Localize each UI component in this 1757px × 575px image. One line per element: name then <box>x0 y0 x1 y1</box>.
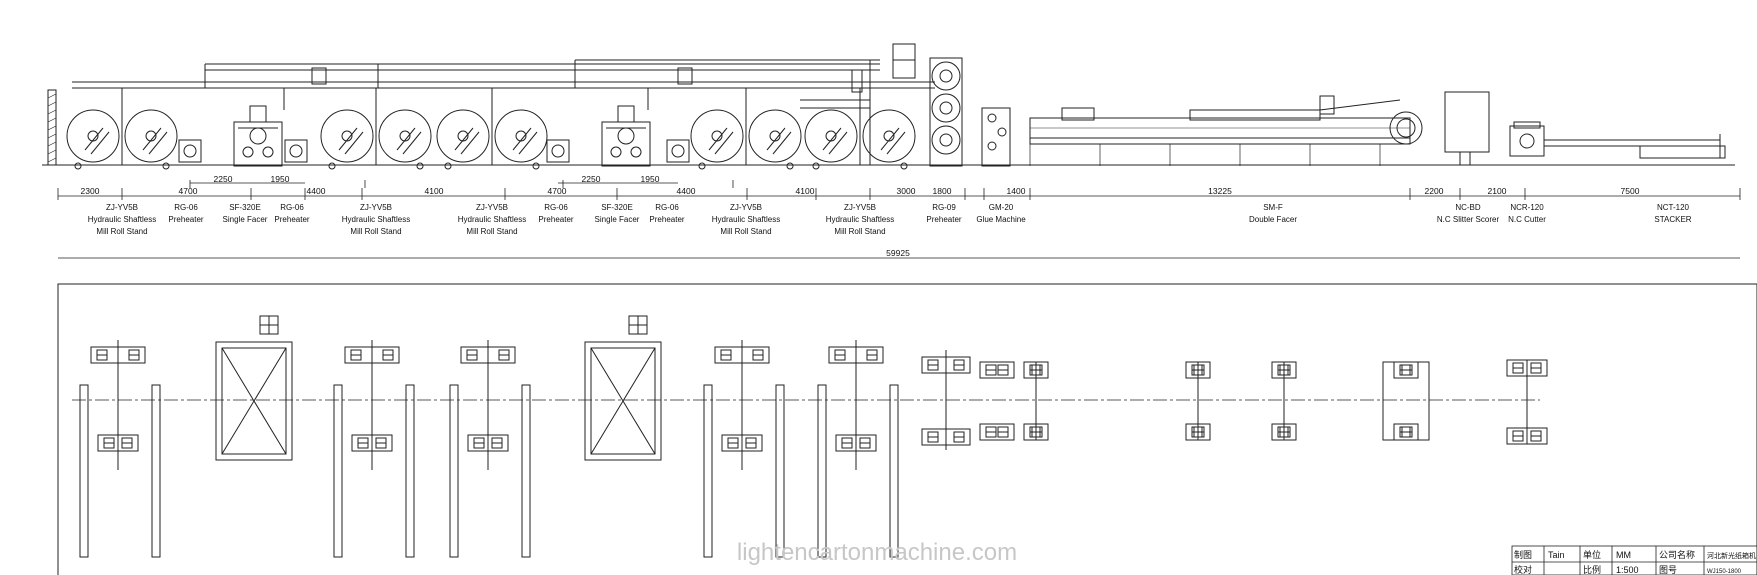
machine-label: Preheater <box>274 215 309 224</box>
tb-drawn-value: Tain <box>1548 550 1565 560</box>
machine-label: Hydraulic Shaftless <box>88 215 156 224</box>
tb-company-value: 河北新光纸箱机 <box>1707 551 1756 560</box>
dimension-label: 2250 <box>582 174 601 184</box>
machine-label: Preheater <box>168 215 203 224</box>
tb-drawn-label: 制图 <box>1514 549 1532 560</box>
dimension-label: 4100 <box>796 186 815 196</box>
tb-scale-label: 比例 <box>1583 564 1601 575</box>
dimension-label: 4700 <box>548 186 567 196</box>
machine-label: Hydraulic Shaftless <box>712 215 780 224</box>
dimension-label: 1950 <box>641 174 660 184</box>
dimension-label: 2250 <box>214 174 233 184</box>
dimension-label: 2200 <box>1425 186 1444 196</box>
machine-label: Single Facer <box>223 215 268 224</box>
dimension-label: 1800 <box>933 186 952 196</box>
machine-label: Mill Roll Stand <box>720 227 771 236</box>
watermark: lightencartonmachine.com <box>737 539 1017 566</box>
elevation-view <box>42 43 1735 170</box>
title-block <box>1511 545 1757 575</box>
title-block-text: 制图 Tain 单位 MM 公司名称 河北新光纸箱机 校对 比例 1:500 图… <box>1514 549 1756 575</box>
dimension-label: 4400 <box>307 186 326 196</box>
plan-view <box>57 283 1757 575</box>
machine-label: SF-320E <box>229 203 261 212</box>
machine-label: NCR-120 <box>1510 203 1544 212</box>
machine-label: Mill Roll Stand <box>96 227 147 236</box>
machine-label: Preheater <box>649 215 684 224</box>
machine-label: ZJ-YV5B <box>106 203 138 212</box>
machine-label: Mill Roll Stand <box>350 227 401 236</box>
dimension-label: 4100 <box>425 186 444 196</box>
machine-label: SM-F <box>1263 203 1283 212</box>
total-length-label: 59925 <box>886 248 910 258</box>
tb-drawing-no-label: 图号 <box>1659 565 1677 575</box>
dimension-label: 2300 <box>81 186 100 196</box>
machine-label: RG-06 <box>655 203 679 212</box>
machine-label: SF-320E <box>601 203 633 212</box>
machine-label: ZJ-YV5B <box>730 203 762 212</box>
dimension-label: 4700 <box>179 186 198 196</box>
machine-label: NC-BD <box>1455 203 1481 212</box>
machine-label: Hydraulic Shaftless <box>458 215 526 224</box>
machine-label: N.C Cutter <box>1508 215 1546 224</box>
machine-label: Glue Machine <box>976 215 1026 224</box>
machine-label: RG-09 <box>932 203 956 212</box>
machine-label: GM-20 <box>989 203 1014 212</box>
dimension-label: 2100 <box>1488 186 1507 196</box>
machine-label: RG-06 <box>544 203 568 212</box>
tb-check-label: 校对 <box>1514 564 1532 575</box>
dimension-label: 7500 <box>1621 186 1640 196</box>
dimension-label: 1950 <box>271 174 290 184</box>
tb-scale-value: 1:500 <box>1616 565 1639 575</box>
machine-label: RG-06 <box>280 203 304 212</box>
machine-label: Hydraulic Shaftless <box>342 215 410 224</box>
machine-label: Single Facer <box>595 215 640 224</box>
dimension-label: 4400 <box>677 186 696 196</box>
machine-label: ZJ-YV5B <box>476 203 508 212</box>
tb-unit-label: 单位 <box>1583 549 1601 560</box>
machine-label: ZJ-YV5B <box>360 203 392 212</box>
machine-label: N.C Slitter Scorer <box>1437 215 1500 224</box>
machine-label: Hydraulic Shaftless <box>826 215 894 224</box>
machine-label: RG-06 <box>174 203 198 212</box>
machine-label: ZJ-YV5B <box>844 203 876 212</box>
machine-label: STACKER <box>1654 215 1691 224</box>
tb-drawing-no-value: WJ150-1800 <box>1707 569 1742 575</box>
machine-label: Mill Roll Stand <box>834 227 885 236</box>
dimension-label: 1400 <box>1007 186 1026 196</box>
machine-label: Double Facer <box>1249 215 1297 224</box>
machine-label: Mill Roll Stand <box>466 227 517 236</box>
machine-label: NCT-120 <box>1657 203 1690 212</box>
tb-unit-value: MM <box>1616 550 1631 560</box>
machine-label: Preheater <box>926 215 961 224</box>
dimension-label: 3000 <box>897 186 916 196</box>
machine-label: Preheater <box>538 215 573 224</box>
dimension-label: 13225 <box>1208 186 1232 196</box>
tb-company-label: 公司名称 <box>1659 549 1695 560</box>
